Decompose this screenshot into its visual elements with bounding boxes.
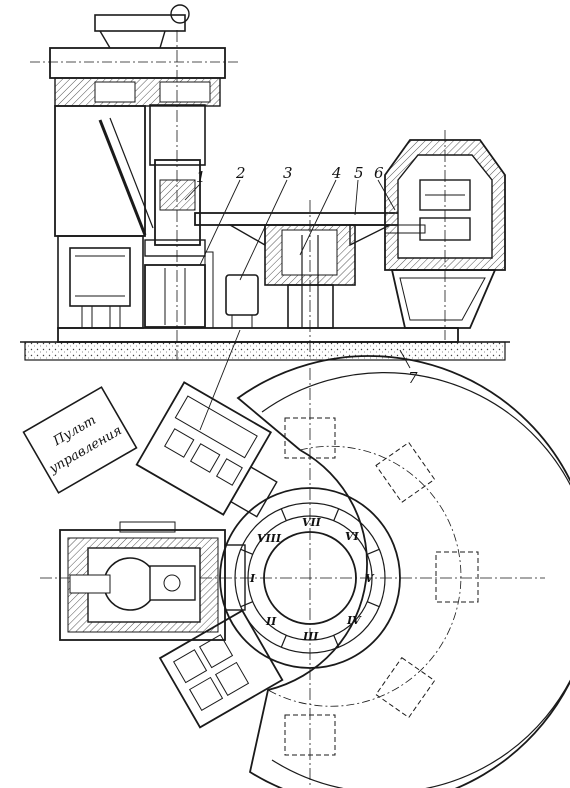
lower-loader [158, 609, 284, 729]
callout-1: 1 [196, 168, 206, 186]
position-V: V [365, 572, 375, 585]
turntable-bore [263, 531, 357, 625]
lower-drive [144, 264, 206, 328]
control-panel: Пульт управления [22, 386, 138, 494]
turntable-outer [219, 487, 401, 669]
callout-3: 3 [283, 164, 293, 182]
position-III: III [302, 630, 319, 643]
station-boxes [284, 417, 479, 756]
position-II: II [265, 615, 277, 628]
base-plate [57, 327, 459, 343]
left-press-unit [59, 521, 246, 641]
callout-4: 4 [331, 164, 342, 182]
motor-3 [225, 274, 259, 316]
callout-7: 7 [408, 369, 418, 387]
callout-2: 2 [235, 164, 246, 182]
callout-5: 5 [354, 164, 364, 182]
left-motor [69, 247, 131, 307]
position-I: I [249, 572, 256, 585]
position-VI: VI [345, 530, 360, 543]
elevation-view: 1 2 3 4 5 6 7 [20, 4, 510, 431]
outer-sector [236, 355, 570, 788]
callout-6: 6 [374, 164, 384, 182]
position-IV: IV [346, 614, 362, 627]
plan-view: I II III IV V VI VII VIII [22, 355, 570, 788]
position-VIII: VIII [257, 532, 282, 545]
upper-loader [135, 381, 278, 518]
position-VII: VII [302, 516, 322, 529]
furnace-housing [384, 130, 506, 340]
left-column [54, 105, 154, 329]
callout-leaders [184, 179, 411, 431]
top-drive-unit [30, 4, 240, 107]
foundation [24, 341, 506, 361]
